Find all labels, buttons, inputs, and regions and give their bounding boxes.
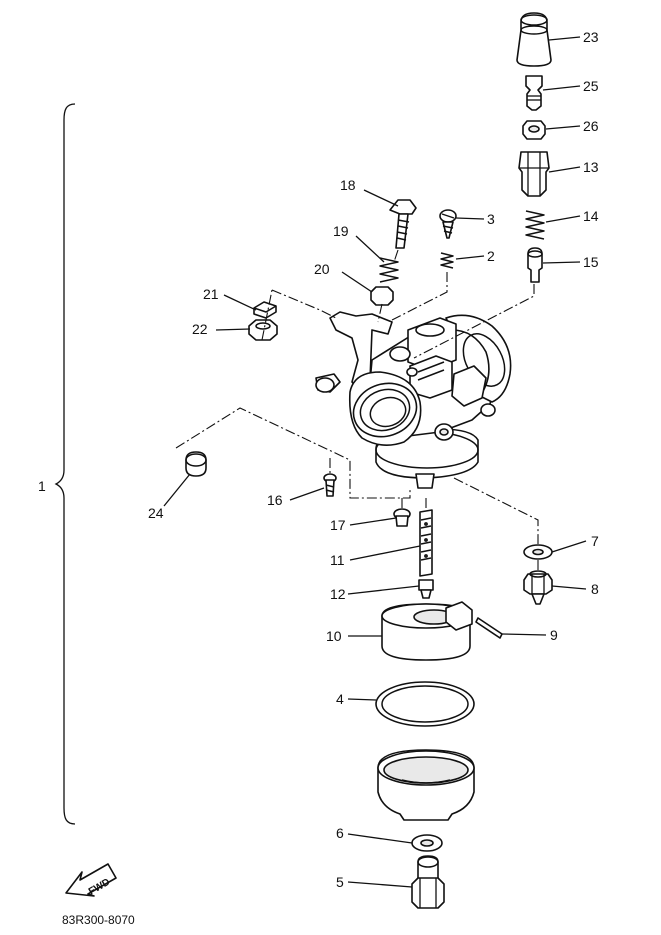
part-23-cap <box>516 12 552 67</box>
part-24-cap <box>185 451 207 477</box>
callout-25: 25 <box>583 78 599 94</box>
drawing-code: 83R300-8070 <box>62 913 135 927</box>
part-14-spring <box>525 210 545 240</box>
callout-1: 1 <box>38 478 46 494</box>
part-15-plunger <box>527 247 543 283</box>
part-19-spring <box>379 257 399 283</box>
part-2-spring <box>440 252 454 269</box>
callout-22: 22 <box>192 321 208 337</box>
part-16-screw <box>323 473 337 497</box>
part-11-nozzle <box>419 509 433 577</box>
callout-14: 14 <box>583 208 599 224</box>
part-21-washer <box>253 301 277 319</box>
part-10-float <box>381 601 473 661</box>
part-6-gasket <box>411 834 443 852</box>
leader-lines <box>163 36 587 888</box>
callout-12: 12 <box>330 586 346 602</box>
callout-21: 21 <box>203 286 219 302</box>
callout-20: 20 <box>314 261 330 277</box>
part-7-washer <box>523 544 553 560</box>
callout-2: 2 <box>487 248 495 264</box>
callout-17: 17 <box>330 517 346 533</box>
callout-7: 7 <box>591 533 599 549</box>
callout-8: 8 <box>591 581 599 597</box>
callout-15: 15 <box>583 254 599 270</box>
callout-4: 4 <box>336 691 344 707</box>
callout-6: 6 <box>336 825 344 841</box>
callout-26: 26 <box>583 118 599 134</box>
callout-18: 18 <box>340 177 356 193</box>
part-26-nut <box>522 120 546 140</box>
part-4-gasket <box>375 681 475 727</box>
callout-labels: 23 25 26 13 14 15 18 3 19 2 20 21 22 24 … <box>148 29 599 890</box>
part-25-holder <box>525 75 543 111</box>
part-13-starter-body <box>518 151 550 197</box>
fwd-arrow: FWD <box>65 863 117 898</box>
callout-11: 11 <box>330 552 345 568</box>
callout-19: 19 <box>333 223 349 239</box>
alignment-lines <box>175 249 539 570</box>
callout-24: 24 <box>148 505 164 521</box>
callout-13: 13 <box>583 159 599 175</box>
assembly-bracket <box>54 103 76 825</box>
part-20-nut <box>370 286 394 306</box>
part-5-plug <box>411 855 445 909</box>
float-bowl <box>377 749 475 821</box>
part-17-screw <box>393 508 411 527</box>
callout-10: 10 <box>326 628 342 644</box>
part-12-main-jet <box>418 579 434 599</box>
callout-16: 16 <box>267 492 283 508</box>
part-9-pin <box>475 617 503 639</box>
callout-5: 5 <box>336 874 344 890</box>
callout-3: 3 <box>487 211 495 227</box>
callout-9: 9 <box>550 627 558 643</box>
part-3-pilot-screw <box>439 209 457 239</box>
carburetor-body <box>315 311 512 489</box>
part-8-needle-valve <box>523 570 553 605</box>
part-22-nut <box>248 319 278 341</box>
callout-23: 23 <box>583 29 599 45</box>
part-18-screw <box>389 199 417 249</box>
